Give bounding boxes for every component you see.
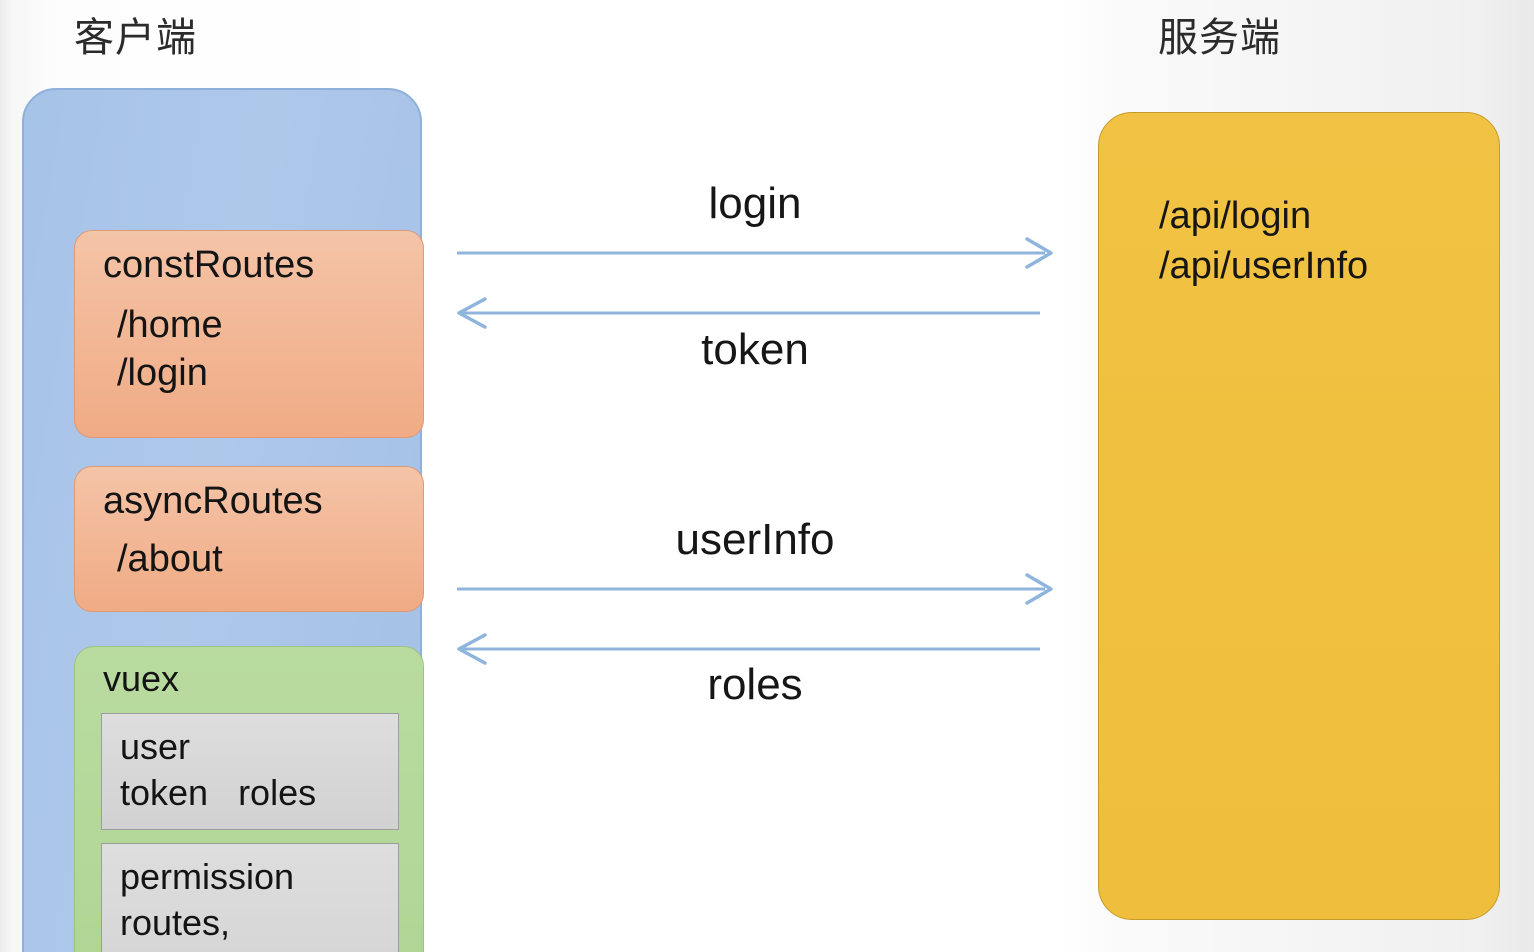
- arrow-label-userinfo: userInfo: [675, 515, 835, 564]
- vuex-user-module: user token roles: [101, 713, 399, 830]
- vuex-label: vuex: [103, 658, 180, 699]
- vuex-box: vuex user token roles permission routes,…: [74, 646, 424, 952]
- const-routes-list: /home /login: [117, 304, 223, 394]
- vuex-permission-module: permission routes, addRoutes: [101, 843, 399, 952]
- server-api-list: /api/login /api/userInfo: [1159, 195, 1369, 288]
- arrow-label-roles: roles: [707, 660, 803, 709]
- arrow-token-left: [457, 297, 1040, 329]
- arrow-roles-left: [457, 633, 1040, 665]
- arrow-userinfo-right: [457, 573, 1053, 605]
- arrow-label-login: login: [708, 179, 802, 228]
- async-routes-heading: asyncRoutes: [103, 480, 323, 522]
- const-routes-heading: constRoutes: [103, 244, 315, 286]
- client-panel: constRoutes /home /login asyncRoutes /ab…: [22, 88, 424, 952]
- const-routes-box: constRoutes /home /login: [74, 230, 424, 438]
- arrow-label-token: token: [701, 325, 809, 374]
- async-routes-list: /about: [117, 538, 223, 581]
- server-panel: /api/login /api/userInfo: [1098, 112, 1500, 920]
- async-routes-box: asyncRoutes /about: [74, 466, 424, 612]
- server-section-title: 服务端: [1158, 15, 1281, 61]
- arrow-login-right: [457, 237, 1053, 269]
- client-section-title: 客户端: [74, 15, 197, 61]
